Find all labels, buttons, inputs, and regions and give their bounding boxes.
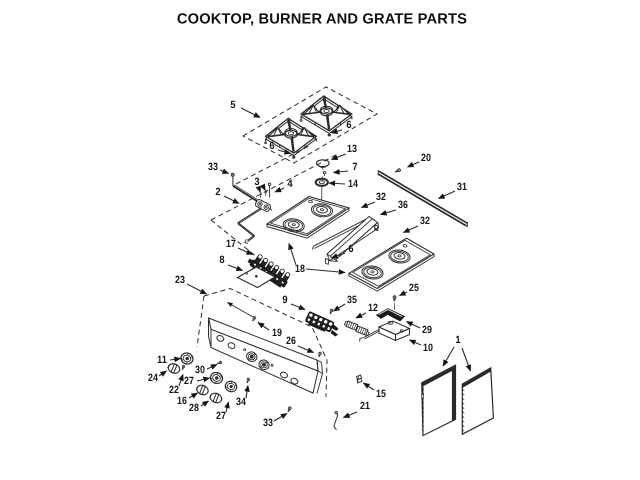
svg-text:2: 2 — [215, 186, 220, 198]
svg-text:27: 27 — [216, 410, 226, 422]
svg-text:14: 14 — [348, 178, 358, 190]
svg-text:15: 15 — [376, 388, 386, 400]
svg-text:26: 26 — [286, 335, 296, 347]
svg-text:22: 22 — [169, 384, 179, 396]
svg-text:1: 1 — [455, 334, 460, 346]
svg-text:31: 31 — [457, 181, 467, 193]
svg-text:6: 6 — [269, 140, 274, 152]
svg-text:3: 3 — [254, 176, 259, 188]
svg-text:7: 7 — [352, 161, 357, 173]
svg-text:8: 8 — [219, 254, 224, 266]
svg-text:19: 19 — [272, 327, 282, 339]
svg-text:33: 33 — [208, 161, 218, 173]
svg-text:16: 16 — [177, 395, 187, 407]
svg-text:23: 23 — [175, 274, 185, 286]
svg-text:25: 25 — [409, 282, 419, 294]
svg-text:12: 12 — [368, 302, 378, 314]
svg-text:11: 11 — [157, 354, 167, 366]
svg-text:29: 29 — [422, 324, 432, 336]
svg-text:6: 6 — [348, 243, 353, 255]
svg-text:5: 5 — [230, 99, 235, 111]
svg-text:20: 20 — [421, 152, 431, 164]
svg-text:32: 32 — [420, 215, 430, 227]
svg-text:35: 35 — [347, 294, 357, 306]
svg-text:21: 21 — [360, 400, 370, 412]
svg-text:34: 34 — [236, 396, 246, 408]
svg-text:24: 24 — [148, 372, 158, 384]
svg-text:6: 6 — [346, 119, 351, 131]
svg-text:4: 4 — [287, 178, 292, 190]
svg-text:33: 33 — [263, 417, 273, 429]
svg-text:36: 36 — [398, 199, 408, 211]
svg-text:13: 13 — [347, 143, 357, 155]
svg-text:28: 28 — [189, 402, 199, 414]
svg-text:10: 10 — [423, 342, 433, 354]
svg-text:27: 27 — [184, 375, 194, 387]
svg-text:30: 30 — [195, 364, 205, 376]
svg-text:COOKTOP, BURNER AND GRATE PART: COOKTOP, BURNER AND GRATE PARTS — [177, 12, 467, 28]
svg-text:32: 32 — [376, 191, 386, 203]
svg-text:9: 9 — [282, 294, 287, 306]
svg-text:18: 18 — [295, 263, 305, 275]
svg-text:17: 17 — [226, 238, 236, 250]
